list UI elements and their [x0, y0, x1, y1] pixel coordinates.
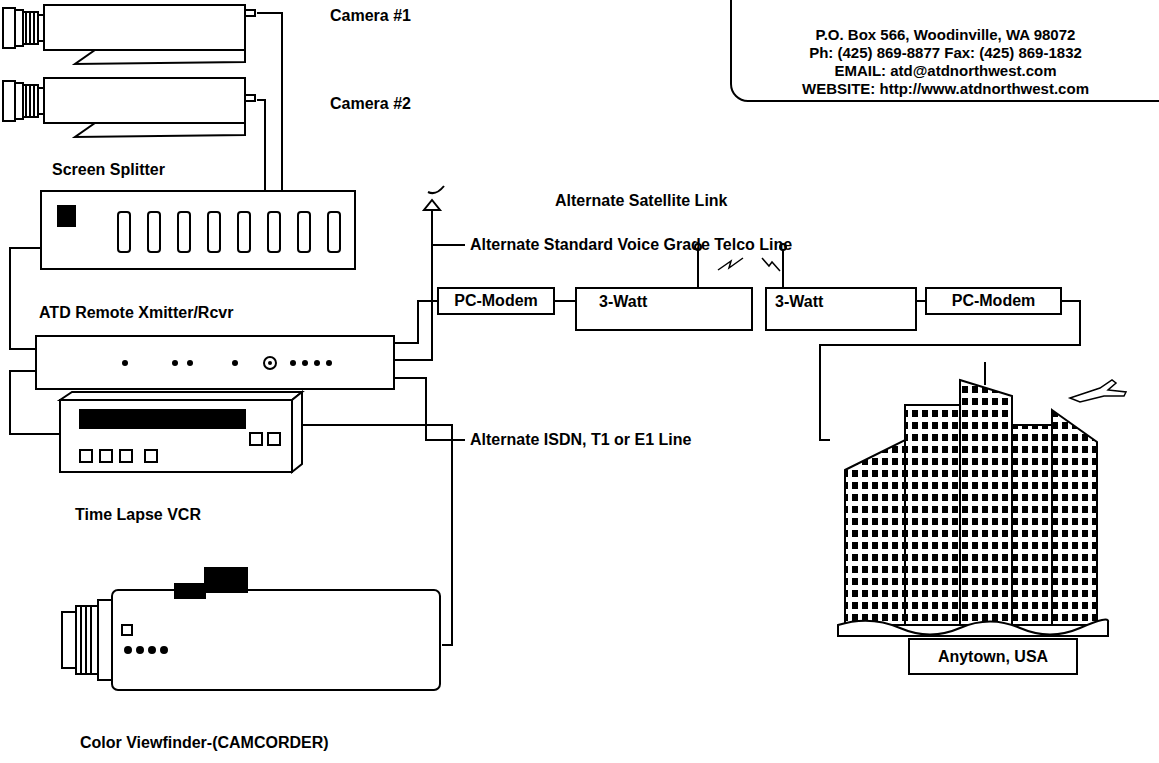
box-text: Ph: (425) 869-8877 Fax: (425) 869-1832 [809, 44, 1082, 62]
device-label: Camera #1 [330, 6, 411, 25]
vcr: Time Lapse VCR [60, 392, 303, 474]
city: Anytown, USA [830, 355, 1115, 685]
cable-line [395, 301, 437, 343]
camera: Camera #2 [0, 76, 257, 140]
cable-line [257, 100, 265, 190]
link-label: Alternate ISDN, T1 or E1 Line [470, 430, 691, 449]
box-text: WEBSITE: http://www.atdnorthwest.com [802, 80, 1089, 98]
alternate-link-wires [395, 210, 465, 440]
cable-line [555, 300, 575, 302]
box-text: EMAIL: atd@atdnorthwest.com [834, 62, 1056, 80]
device-label: Anytown, USA [908, 638, 1078, 675]
camera: Camera #1 [0, 2, 257, 66]
satellite-dish [424, 186, 444, 210]
vcr-drawing [60, 392, 302, 472]
box-text: 3-Watt [767, 289, 915, 311]
cable-line [257, 13, 282, 190]
box-text: PC-Modem [952, 291, 1036, 310]
cable-line [10, 248, 40, 349]
device-label: Camera #2 [330, 94, 411, 113]
camera-drawing [3, 78, 255, 137]
device-label: Color Viewfinder-(CAMCORDER) [80, 733, 329, 752]
radio-box: 3-Watt [575, 287, 753, 331]
modem-box: PC-Modem [437, 287, 555, 315]
transmitter-panel [122, 357, 332, 369]
camera-drawing [3, 5, 255, 64]
cable-line [917, 300, 925, 302]
camcorder: Color Viewfinder-(CAMCORDER) [60, 566, 442, 692]
cable-line [303, 425, 452, 645]
radio-signal [718, 258, 780, 271]
link-label: Alternate Standard Voice Grade Telco Lin… [470, 235, 792, 254]
camcorder-drawing [62, 568, 440, 690]
radio-box: 3-Watt [765, 287, 917, 331]
device-label: Time Lapse VCR [75, 505, 201, 524]
city-drawing [838, 362, 1126, 636]
screen-splitter: Screen Splitter [40, 190, 356, 270]
box-text: 3-Watt [577, 289, 751, 311]
box-text: PC-Modem [454, 291, 538, 310]
box-text: P.O. Box 566, Woodinville, WA 98072 [816, 26, 1076, 44]
transmitter-receiver: ATD Remote Xmitter/Rcvr [35, 335, 395, 390]
contact-box: P.O. Box 566, Woodinville, WA 98072Ph: (… [730, 0, 1159, 102]
device-label: Screen Splitter [52, 160, 165, 179]
splitter-front [58, 206, 340, 252]
modem-box: PC-Modem [925, 287, 1062, 315]
device-label: ATD Remote Xmitter/Rcvr [39, 303, 233, 322]
link-label: Alternate Satellite Link [555, 191, 728, 210]
